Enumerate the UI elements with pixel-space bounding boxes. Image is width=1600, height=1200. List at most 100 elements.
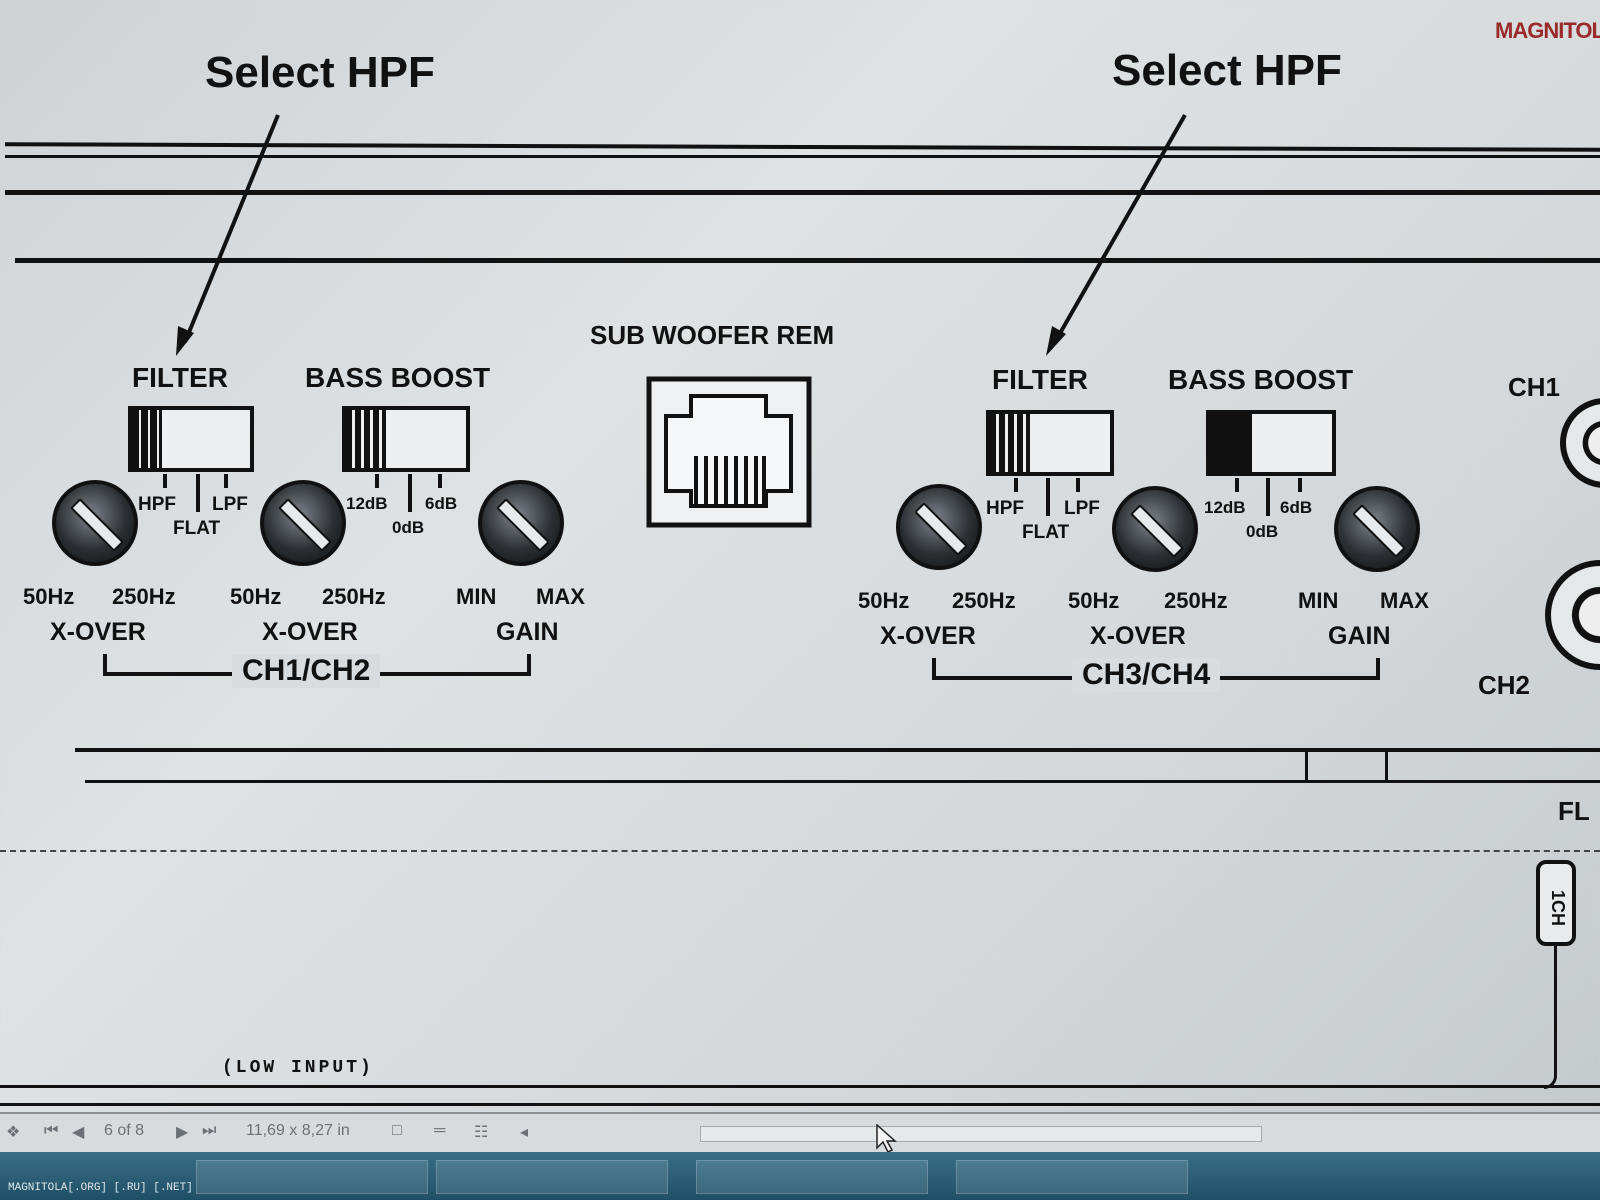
panel-rule — [15, 258, 1600, 263]
ch1-label: CH1 — [1508, 372, 1561, 402]
right-xover1-knob[interactable] — [896, 484, 982, 570]
left-filter-hpf: HPF — [138, 494, 176, 515]
rca-jack-ch2-icon[interactable] — [1545, 560, 1600, 670]
ch2-label: CH2 — [1478, 670, 1531, 700]
left-xover2-min: 50Hz — [230, 584, 282, 609]
right-boost-6db: 6dB — [1280, 498, 1313, 517]
right-filter-hpf: HPF — [986, 498, 1024, 519]
left-bass-boost-label: BASS BOOST — [305, 362, 491, 393]
right-boost-12db: 12dB — [1204, 498, 1246, 517]
left-filter-lpf: LPF — [212, 494, 248, 515]
switch-tick — [1014, 478, 1018, 492]
right-gain-knob[interactable] — [1334, 486, 1420, 572]
low-input-label: (LOW INPUT) — [222, 1058, 374, 1078]
taskbar-button[interactable] — [196, 1160, 428, 1194]
right-gain-max: MAX — [1380, 588, 1429, 613]
callout-arrows — [176, 114, 1187, 356]
right-xover2-knob[interactable] — [1112, 486, 1198, 572]
right-filter-flat: FLAT — [1022, 522, 1070, 543]
right-bass-boost-switch[interactable] — [1206, 410, 1336, 476]
switch-tick — [224, 474, 228, 488]
left-xover1-max: 250Hz — [112, 584, 176, 609]
site-logo: MAGNITOLA — [1495, 18, 1600, 43]
panel-rule — [85, 780, 1600, 783]
taskbar-button[interactable] — [696, 1160, 928, 1194]
left-arrow-icon — [176, 114, 280, 356]
right-xover2-label: X-OVER — [1090, 622, 1186, 650]
rj-jack-icon[interactable] — [646, 376, 814, 530]
right-xover2-max: 250Hz — [1164, 588, 1228, 613]
left-gain-label: GAIN — [496, 618, 559, 646]
right-gain-label: GAIN — [1328, 622, 1391, 650]
right-arrow-icon — [1046, 114, 1187, 356]
next-page-icon[interactable]: ▶ — [176, 1124, 189, 1141]
switch-tick — [1298, 478, 1302, 492]
horizontal-scrollbar[interactable] — [700, 1126, 1262, 1142]
first-page-icon[interactable]: ⏮ — [44, 1122, 59, 1139]
left-group-label: CH1/CH2 — [232, 654, 381, 688]
panel-rule — [5, 190, 1600, 195]
left-bass-boost-switch[interactable] — [342, 406, 470, 472]
cable-line — [1544, 946, 1557, 1089]
left-xover1-label: X-OVER — [50, 618, 146, 646]
rca-plug-icon — [1536, 860, 1576, 946]
right-xover1-label: X-OVER — [880, 622, 976, 650]
single-page-icon[interactable]: □ — [392, 1122, 402, 1139]
taskbar-button[interactable] — [956, 1160, 1188, 1194]
continuous-icon[interactable]: ═ — [434, 1122, 446, 1139]
right-group-label: CH3/CH4 — [1072, 658, 1221, 692]
switch-tick — [438, 474, 442, 488]
switch-tick — [196, 474, 200, 512]
last-page-icon[interactable]: ⏭ — [202, 1122, 217, 1139]
panel-rule — [0, 1085, 1600, 1088]
prev-page-icon[interactable]: ◀ — [72, 1124, 85, 1141]
left-xover2-knob[interactable] — [260, 480, 346, 566]
left-filter-flat: FLAT — [173, 518, 221, 539]
switch-tick — [1235, 478, 1239, 492]
right-filter-switch[interactable] — [986, 410, 1114, 476]
right-filter-label: FILTER — [992, 364, 1088, 395]
switch-tick — [375, 474, 379, 488]
one-ch-label: 1CH — [1548, 890, 1568, 927]
left-gain-min: MIN — [456, 584, 497, 609]
panel-rule — [75, 748, 1600, 752]
rca-jack-ch1-icon[interactable] — [1560, 398, 1600, 488]
fl-label: FL — [1558, 796, 1590, 826]
taskbar-button[interactable] — [436, 1160, 668, 1194]
left-xover2-label: X-OVER — [262, 618, 358, 646]
switch-tick — [163, 474, 167, 488]
facing-pages-icon[interactable]: ☷ — [474, 1124, 489, 1141]
dotted-separator — [0, 850, 1600, 852]
left-xover1-min: 50Hz — [23, 584, 75, 609]
navigation-icon[interactable]: ❖ — [6, 1124, 21, 1141]
mouse-cursor-icon — [876, 1124, 897, 1154]
left-boost-0db: 0dB — [392, 518, 425, 537]
right-boost-0db: 0dB — [1246, 522, 1279, 541]
left-filter-switch[interactable] — [128, 406, 254, 472]
scroll-left-icon[interactable]: ◂ — [520, 1124, 529, 1141]
right-bass-boost-label: BASS BOOST — [1168, 364, 1354, 395]
sub-woofer-rem-label: SUB WOOFER REM — [590, 320, 835, 350]
right-filter-lpf: LPF — [1064, 498, 1100, 519]
panel-divider — [1305, 752, 1308, 782]
left-xover2-max: 250Hz — [322, 584, 386, 609]
left-gain-max: MAX — [536, 584, 585, 609]
page-size-label: 11,69 x 8,27 in — [246, 1122, 350, 1139]
left-filter-label: FILTER — [132, 362, 228, 393]
switch-tick — [408, 474, 412, 512]
page-indicator[interactable]: 6 of 8 — [104, 1122, 145, 1139]
left-gain-knob[interactable] — [478, 480, 564, 566]
panel-rule — [5, 155, 1600, 158]
right-xover1-min: 50Hz — [858, 588, 910, 613]
right-xover1-max: 250Hz — [952, 588, 1016, 613]
switch-tick — [1076, 478, 1080, 492]
switch-tick — [1046, 478, 1050, 516]
left-xover1-knob[interactable] — [52, 480, 138, 566]
left-callout-text: Select HPF — [205, 48, 435, 97]
left-boost-6db: 6dB — [425, 494, 458, 513]
viewer-status-bar: ❖ ⏮ ◀ 6 of 8 ▶ ⏭ 11,69 x 8,27 in □ ═ ☷ ◂ — [0, 1112, 1600, 1154]
footer-watermark: MAGNITOLA[.ORG] [.RU] [.NET] — [8, 1182, 193, 1194]
right-callout-text: Select HPF — [1112, 46, 1342, 95]
panel-rule — [0, 1103, 1600, 1106]
right-gain-min: MIN — [1298, 588, 1339, 613]
